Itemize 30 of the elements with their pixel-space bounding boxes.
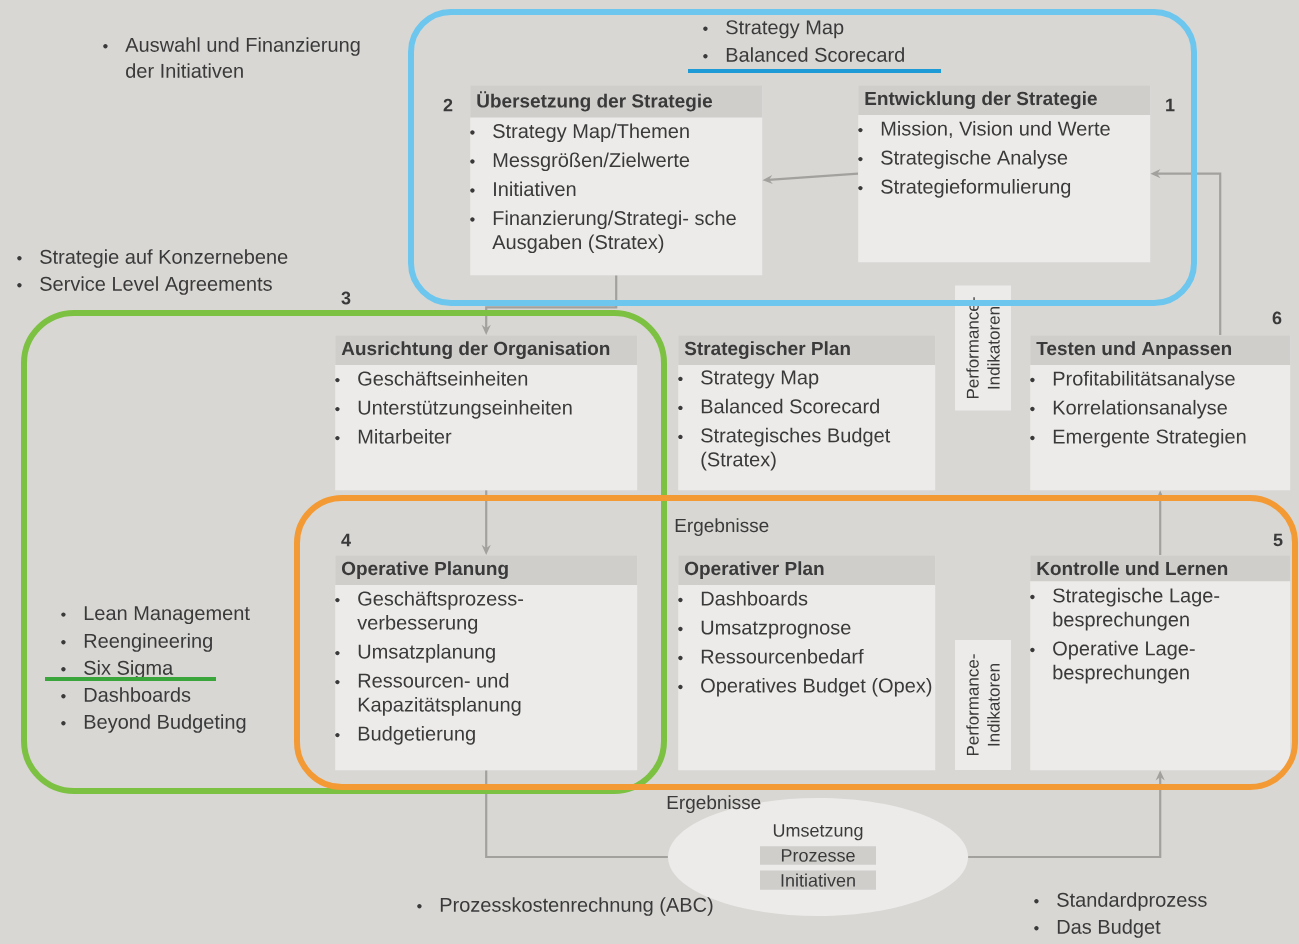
bullet-item: Strategie auf Konzernebene — [17, 249, 288, 268]
bullet-item: Six Sigma — [61, 660, 174, 679]
process-box: Strategischer Plan Strategy Map Balanced Scorecard Strategisches Budget (Stratex) — [678, 335, 936, 491]
step-number: 2 — [443, 98, 453, 112]
bullet-item: Service Level Agreements — [17, 276, 272, 295]
indicator-band: Performance- Indikatoren — [955, 640, 1011, 770]
step-number: 6 — [1272, 311, 1282, 325]
bullet-item: Reengineering — [61, 633, 212, 652]
process-box: Ausrichtung der Organisation Geschäftseinheiten Unterstützungseinheiten Mitarbeiter — [335, 335, 638, 491]
bullet-item: Standardprozess — [1034, 892, 1207, 911]
process-box: Testen und Anpassen Profitabilitätsanalyse Korrelationsanalyse Emergente Strategien — [1030, 335, 1291, 491]
step-number: 1 — [1166, 98, 1175, 112]
indicator-band: Performance- Indikatoren — [955, 285, 1011, 411]
process-box: Entwicklung der Strategie Mission, Vision und Werte Strategische Analyse Strategieformulierung — [858, 85, 1151, 263]
bullet-item: Dashboards — [61, 687, 191, 702]
step-number: 4 — [341, 533, 351, 547]
bullet-item: Beyond Budgeting — [61, 714, 246, 733]
process-box: Operative Planung Geschäftsprozess- verbesserung Umsatzplanung Ressourcen- und Kapazitätsplanung Budgetierung — [335, 555, 638, 771]
text-label: Ergebnisse — [675, 518, 769, 536]
text-label: Ergebnisse — [667, 795, 761, 813]
bullet-item: Das Budget — [1034, 919, 1161, 938]
process-box: Operativer Plan Dashboards Umsatzprognose Ressourcenbedarf Operatives Budget (Opex) — [678, 555, 936, 771]
bullet-item: Balanced Scorecard — [703, 47, 904, 62]
bullet-item: Strategy Map — [703, 20, 844, 39]
bullet-item: Auswahl und Finanzierung der Initiativen — [103, 37, 360, 78]
process-box: Übersetzung der Strategie Strategy Map/Themen Messgrößen/Zielwerte Initiativen Finanzierung/Strategi- sche Ausgaben (Stratex) — [470, 85, 763, 276]
step-number: 3 — [341, 291, 351, 305]
bullet-item: Lean Management — [61, 606, 250, 625]
process-box: Kontrolle und Lernen Strategische Lage- besprechungen Operative Lage- besprechungen — [1030, 555, 1291, 771]
step-number: 5 — [1273, 533, 1283, 547]
